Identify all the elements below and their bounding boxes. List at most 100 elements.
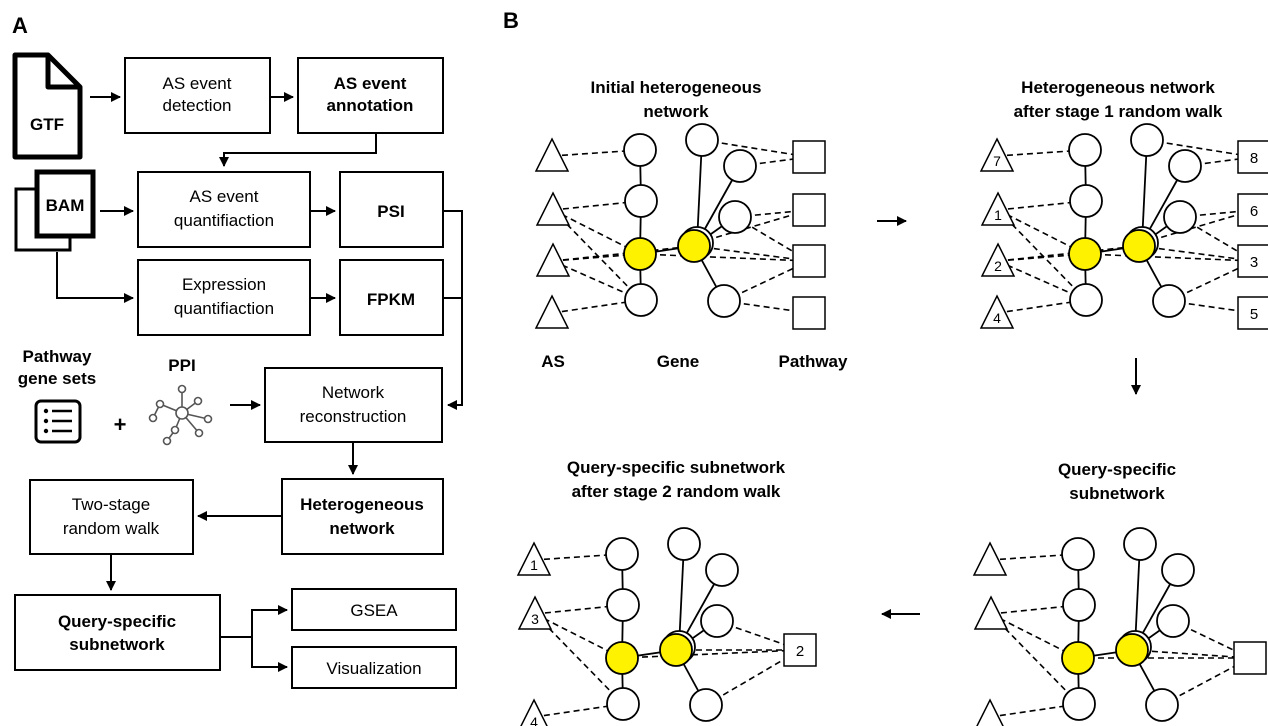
dashed-edge — [701, 139, 810, 158]
as-quant-line1: AS event — [190, 187, 259, 206]
pathway-node — [792, 140, 826, 174]
gene-node — [623, 133, 657, 167]
gene-node — [606, 588, 640, 622]
as-event-quant-box — [137, 171, 311, 248]
query-specific-subnetwork-box — [14, 594, 221, 671]
plus-sign: + — [114, 412, 127, 437]
bam-file-icon — [14, 169, 96, 252]
query-gene-node — [623, 237, 657, 271]
hetnet-line1: Heterogeneous — [300, 495, 424, 514]
as-event-node — [980, 191, 1016, 226]
gene-node — [1152, 284, 1186, 318]
legend-pathway: Pathway — [779, 352, 849, 371]
network4-title-line2: subnetwork — [1069, 484, 1165, 503]
gtf-label: GTF — [30, 115, 64, 134]
pathway-node — [792, 296, 826, 330]
gene-node — [1068, 133, 1102, 167]
arrow-to-gsea — [251, 605, 288, 637]
as-rank-label: 4 — [530, 714, 538, 726]
gene-node — [685, 123, 719, 157]
qsub-line2: subnetwork — [69, 635, 165, 654]
as-event-node — [979, 294, 1015, 329]
pathway-node — [792, 193, 826, 227]
psi-label: PSI — [377, 202, 404, 221]
visualization-box — [291, 646, 457, 689]
as-event-node — [980, 242, 1016, 277]
pathway-node — [1237, 193, 1268, 227]
query-gene-node — [677, 229, 711, 263]
network1-title-line1: Initial heterogeneous — [591, 78, 762, 97]
gene-node — [606, 687, 640, 721]
as-rank-label: 1 — [530, 557, 538, 573]
pathway-line1: Pathway — [23, 347, 93, 366]
dashed-edge — [639, 253, 810, 262]
as-event-node — [973, 595, 1009, 630]
pathway-node — [783, 633, 817, 667]
gene-edge — [1134, 543, 1141, 648]
pathway-line2: gene sets — [18, 369, 96, 388]
arrow-annot-quant — [219, 133, 377, 167]
as-rank-label: 2 — [994, 258, 1002, 274]
psi-box — [339, 171, 444, 248]
as-detect-line2: detection — [163, 96, 232, 115]
gene-node — [1168, 149, 1202, 183]
as-event-node — [520, 698, 548, 726]
query-gene-node — [1115, 633, 1149, 667]
as-event-node — [517, 595, 553, 630]
as-event-node — [534, 137, 570, 172]
ppi-network-icon — [148, 384, 213, 446]
hetnet-line2: network — [329, 519, 395, 538]
panel-a-label: A — [12, 13, 28, 38]
gene-node — [718, 200, 752, 234]
gene-node — [1061, 537, 1095, 571]
gene-node — [700, 604, 734, 638]
panel-b-label: B — [503, 8, 519, 33]
as-event-node — [535, 242, 571, 277]
gene-node — [1163, 200, 1197, 234]
pathway-node — [1237, 244, 1268, 278]
pathway-rank-label: 5 — [1250, 306, 1258, 323]
pathway-rank-label: 6 — [1250, 203, 1258, 220]
gene-node — [1145, 688, 1179, 722]
as-event-node — [534, 294, 570, 329]
qsub-line1: Query-specific — [58, 612, 176, 631]
netrecon-line2: reconstruction — [300, 407, 407, 426]
visualization-label: Visualization — [326, 659, 421, 678]
legend-as: AS — [541, 352, 565, 371]
dashed-edge — [696, 209, 810, 244]
bam-label: BAM — [46, 196, 85, 215]
gene-node — [723, 149, 757, 183]
gene-node — [705, 553, 739, 587]
arrow-psi-netrecon — [443, 210, 463, 410]
as-annot-line1: AS event — [334, 74, 407, 93]
network3-title-line2: after stage 2 random walk — [572, 482, 781, 501]
gene-node — [624, 283, 658, 317]
gene-node — [667, 527, 701, 561]
netrecon-line1: Network — [322, 383, 385, 402]
as-rank-label: 7 — [993, 153, 1001, 169]
network3-title-line1: Query-specific subnetwork — [567, 458, 786, 477]
network-reconstruction-box — [264, 367, 443, 443]
gene-node — [689, 688, 723, 722]
gene-node — [1161, 553, 1195, 587]
pathway-node — [1237, 140, 1268, 174]
network4-title-line1: Query-specific — [1058, 460, 1176, 479]
pathway-node — [1237, 296, 1268, 330]
dashed-edge — [1141, 209, 1255, 244]
gene-node — [1156, 604, 1190, 638]
as-rank-label: 1 — [994, 207, 1002, 223]
gene-node — [1123, 527, 1157, 561]
as-event-detection-box — [124, 57, 271, 134]
as-event-annotation-box — [297, 57, 444, 134]
pathway-rank-label: 3 — [1250, 254, 1258, 271]
as-rank-label: 4 — [993, 310, 1001, 326]
ppi-label: PPI — [168, 356, 195, 375]
network2-title-line2: after stage 1 random walk — [1014, 102, 1223, 121]
network2-title-line1: Heterogeneous network — [1021, 78, 1215, 97]
gene-node — [1069, 283, 1103, 317]
expression-quant-box — [137, 259, 311, 336]
arrow-to-visualization — [251, 637, 288, 672]
